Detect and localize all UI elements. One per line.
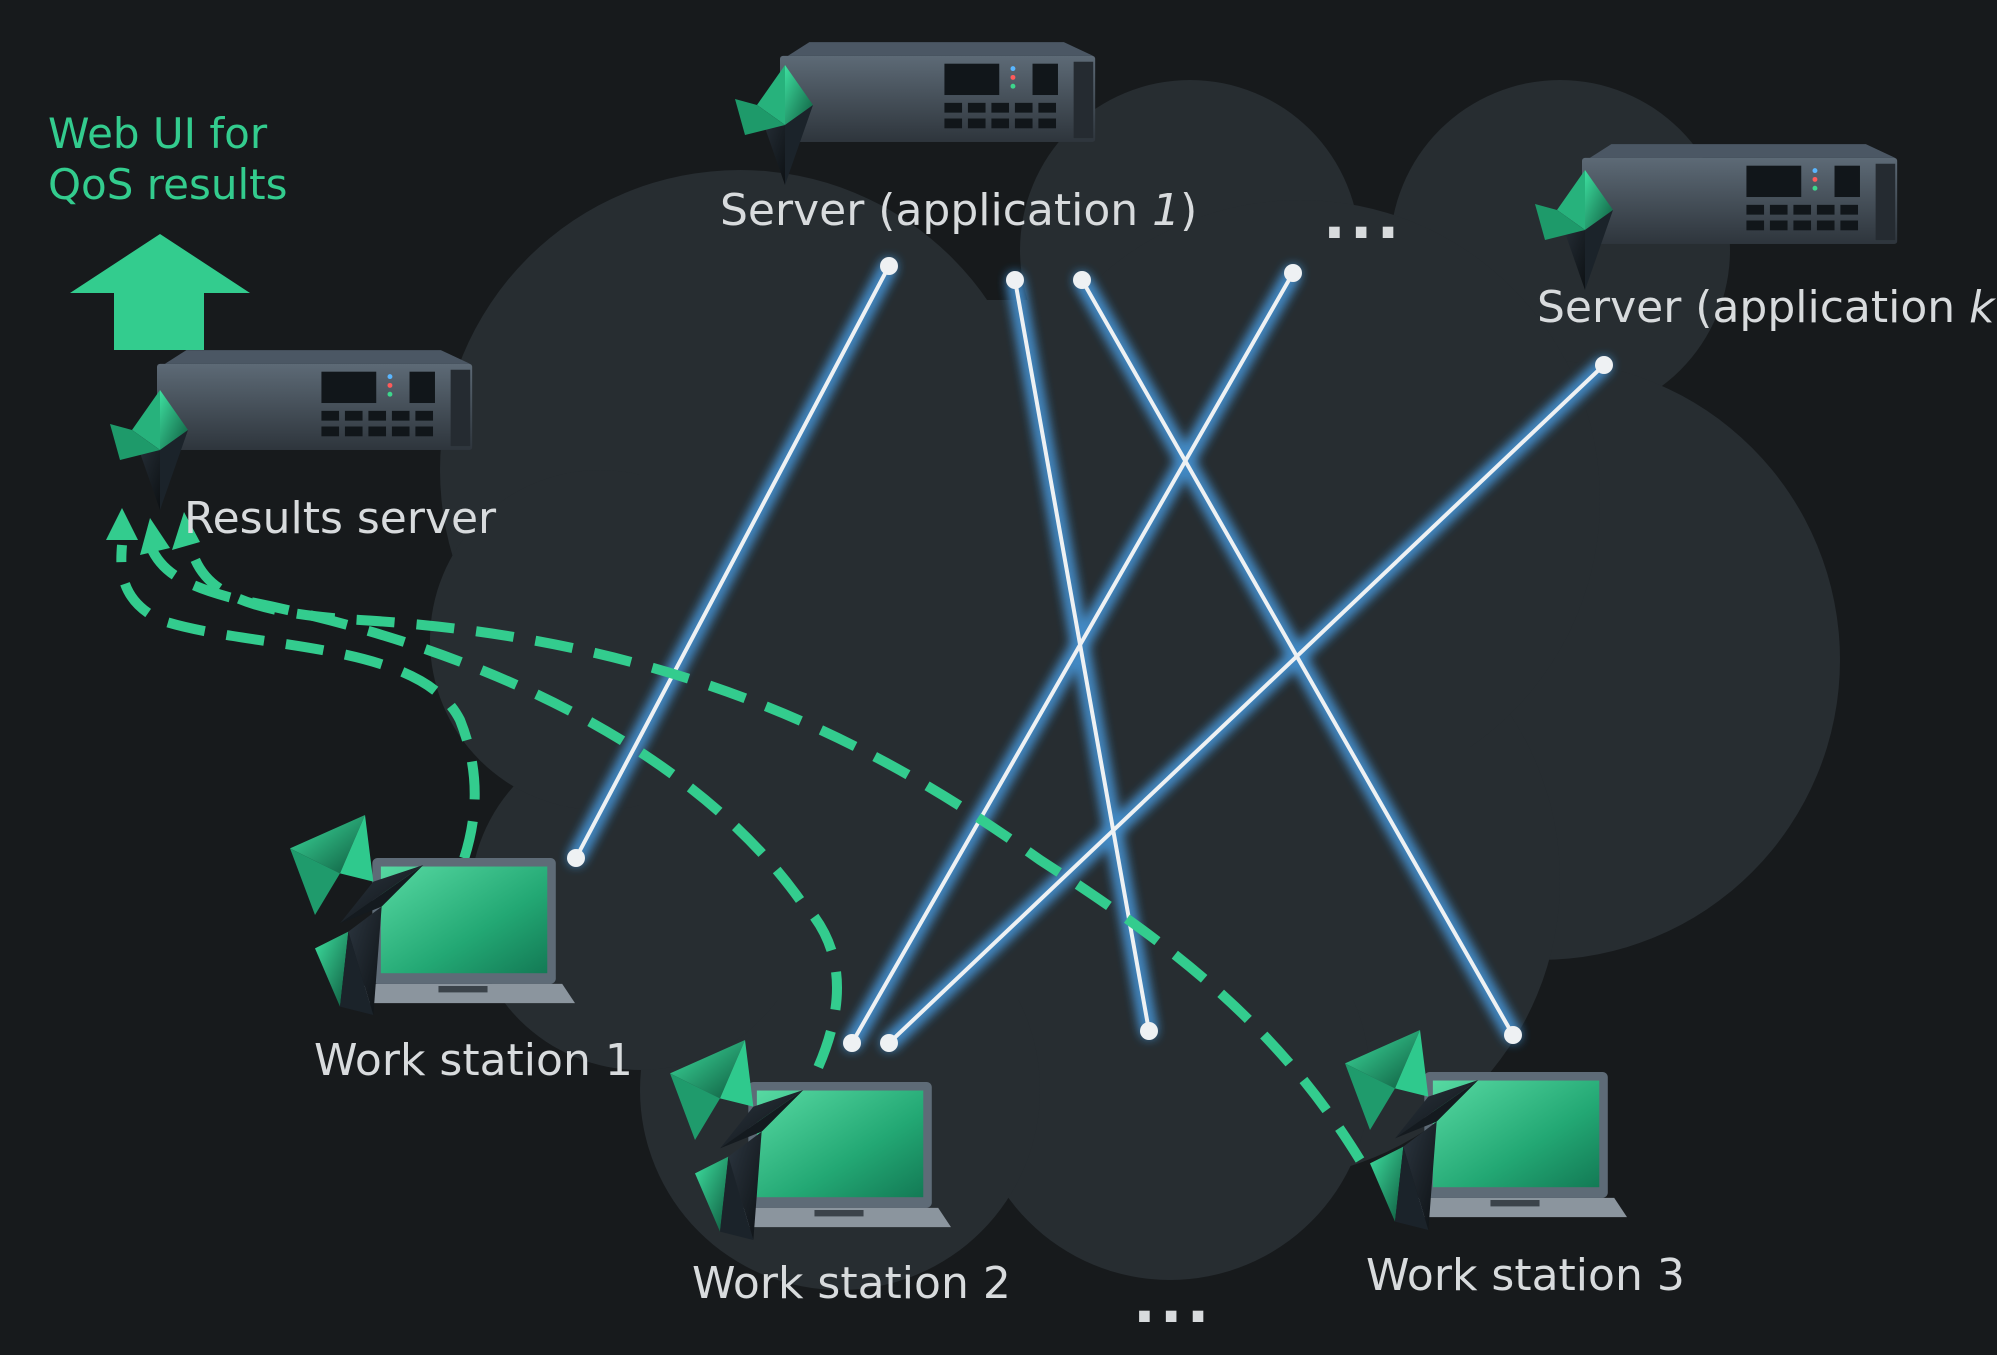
rack-server-icon (780, 42, 1096, 143)
server-application-1-label: Server (application 1) (720, 185, 1197, 236)
laptop-icon (727, 1082, 951, 1228)
arrowhead (106, 508, 138, 540)
work-station-1-label: Work station 1 (314, 1035, 633, 1086)
web-ui-label-line1: Web UI for (48, 109, 268, 158)
report-arrows (116, 542, 1365, 1163)
arrowhead (172, 512, 200, 550)
results-server: Results server (110, 350, 497, 544)
link-endpoint (880, 1034, 898, 1052)
link-endpoint (1073, 271, 1091, 289)
link-ws2-server (850, 271, 1295, 1045)
link-app1-mid (1013, 278, 1151, 1033)
network-links (567, 257, 1613, 1052)
work-station-2: Work station 2 (670, 1040, 1011, 1309)
link-endpoint (567, 849, 585, 867)
report-arrow-ws2 (145, 542, 842, 1123)
rack-server-icon (157, 350, 473, 451)
report-arrow-ws3 (185, 543, 1365, 1163)
work-station-3: Work station 3 (1345, 1030, 1685, 1301)
link-endpoint (1284, 264, 1302, 282)
web-ui-label-line2: QoS results (48, 160, 287, 209)
link-endpoint (1006, 271, 1024, 289)
laptop-icon (1403, 1072, 1627, 1218)
results-server-label: Results server (184, 493, 497, 544)
work-station-2-label: Work station 2 (692, 1258, 1011, 1309)
work-station-1: Work station 1 (290, 815, 633, 1086)
rack-server-icon (1582, 144, 1898, 245)
arrow-up-icon (70, 234, 250, 350)
link-endpoint (1595, 356, 1613, 374)
link-ws2-appk (887, 363, 1606, 1045)
report-arrowheads (106, 508, 200, 555)
server-application-k: Server (application k) (1535, 144, 1997, 333)
link-endpoint (1140, 1022, 1158, 1040)
server-application-1: Server (application 1) (720, 42, 1197, 236)
servers-ellipsis: ... (1323, 183, 1403, 253)
arrowhead (140, 518, 170, 555)
server-application-k-label: Server (application k) (1537, 282, 1997, 333)
report-arrow-ws1 (116, 544, 480, 968)
link-ws1-app1 (574, 264, 891, 860)
link-endpoint (843, 1034, 861, 1052)
link-endpoint (1504, 1026, 1522, 1044)
workstations-ellipsis: ... (1133, 1267, 1213, 1337)
work-station-3-label: Work station 3 (1366, 1250, 1685, 1301)
link-endpoint (880, 257, 898, 275)
